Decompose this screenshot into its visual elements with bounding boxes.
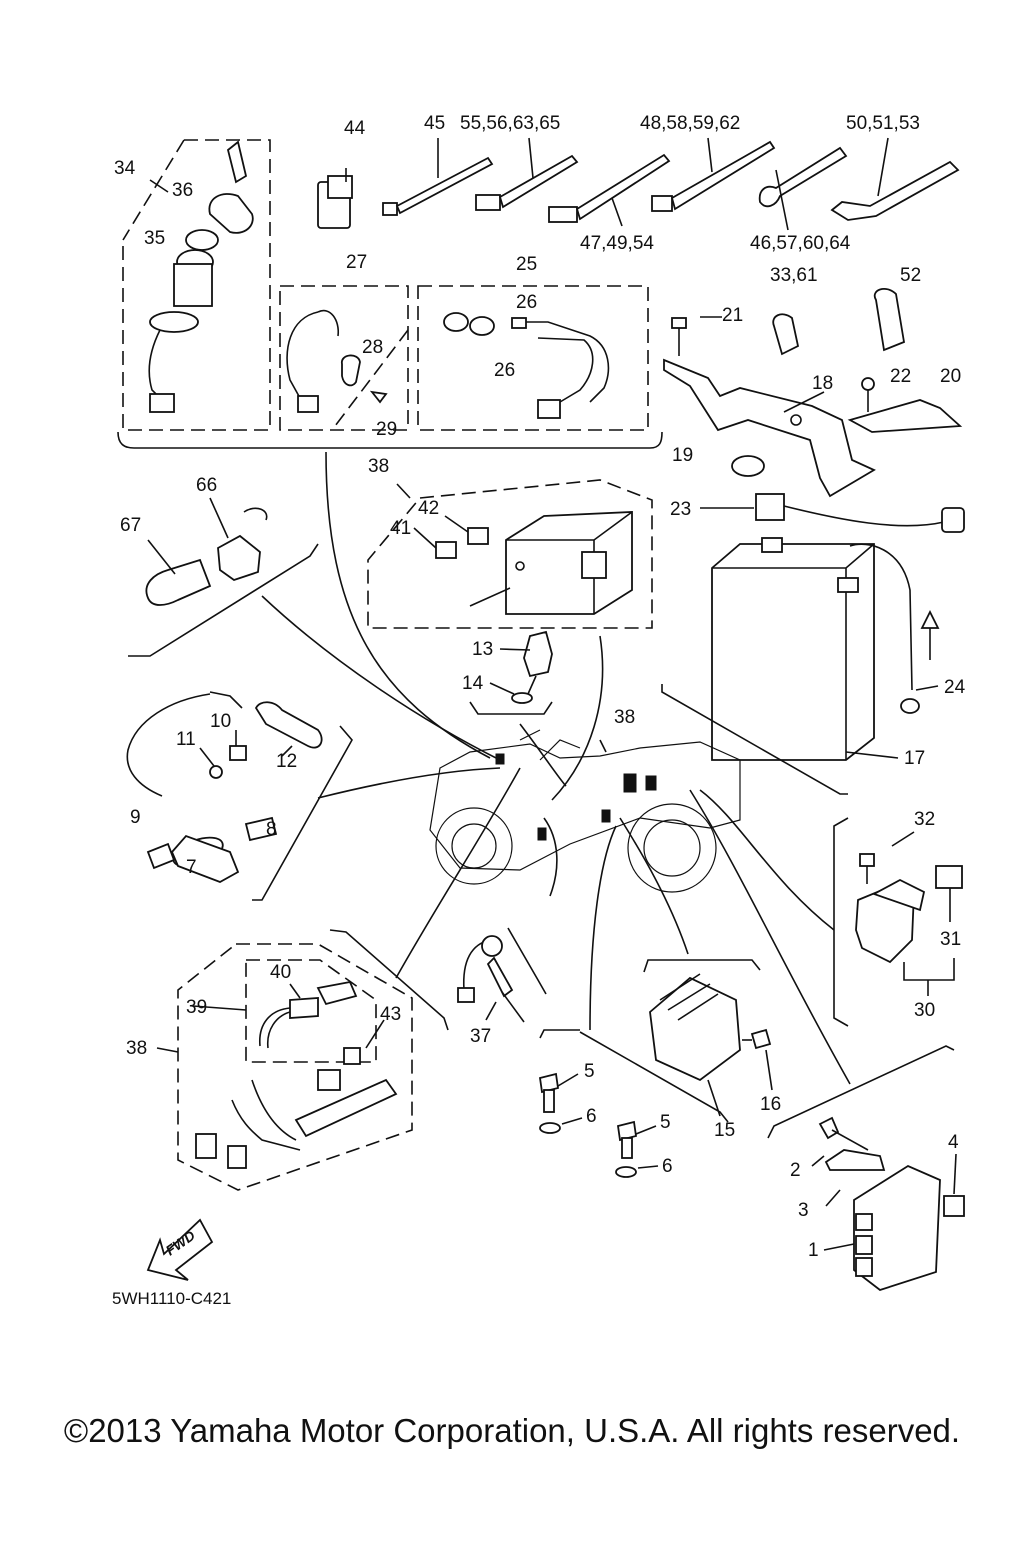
callout: 9 [130,807,141,828]
ignition-switch-icon [122,139,271,431]
callout: 31 [940,929,961,950]
callout: 13 [472,639,493,660]
callout-labels: 44 45 55,56,63,65 48,58,59,62 50,51,53 4… [112,113,966,1308]
callout: 26 [494,360,515,381]
callout: 44 [344,118,366,139]
callout: 38 [614,707,635,728]
callout: 46,57,60,64 [750,233,851,254]
callout: 45 [424,113,445,134]
callout: 11 [176,729,196,750]
callout: 29 [376,419,397,440]
socket-cap-group [128,497,319,657]
sub-wire-harness [417,285,649,431]
atv-icon [429,729,741,893]
callout: 26 [516,292,537,313]
wire-harness-group [156,929,449,1191]
callout: 67 [120,515,141,536]
callout: 10 [210,711,231,732]
callout: 47,49,54 [580,233,654,254]
callout: 50,51,53 [846,113,920,134]
callout: 2 [790,1160,801,1181]
callout: 38 [368,456,389,477]
callout: 30 [914,1000,935,1021]
callout: 3 [798,1200,809,1221]
callout: 36 [172,180,193,201]
callout: 16 [760,1094,781,1115]
callout: 40 [270,962,291,983]
callout: 39 [186,997,207,1018]
callout: 8 [266,819,277,840]
callout: 41 [390,518,411,539]
ignition-coil-group [126,691,353,901]
callout: 25 [516,254,537,275]
callout: 14 [462,673,484,694]
callout: 19 [672,445,693,466]
callout: 32 [914,809,935,830]
callout: 21 [722,305,743,326]
callout: 35 [144,228,165,249]
drawing-code: 5WH1110-C421 [112,1289,231,1308]
fwd-arrow-icon: FWD [146,1218,214,1281]
callout: 7 [186,857,197,878]
callout: 5 [584,1061,595,1082]
rectifier-regulator [643,959,773,1117]
callout: 6 [662,1156,673,1177]
callout: 37 [470,1026,491,1047]
callout: 55,56,63,65 [460,113,560,134]
bracket-assembly [663,287,963,498]
lead-wire-group [279,285,409,431]
callout: 24 [944,677,966,698]
callout: 4 [948,1132,959,1153]
bolt-washer-group [538,1029,729,1178]
callout: 27 [346,252,367,273]
sensor-switch [469,630,553,715]
callout: 23 [670,499,691,520]
callout: 28 [362,337,383,358]
callout: 18 [812,373,833,394]
copyright-notice: ©2013 Yamaha Motor Corporation, U.S.A. A… [63,1412,961,1449]
callout: 34 [114,158,136,179]
callout: 66 [196,475,217,496]
callout: 15 [714,1120,735,1141]
leader-lines [261,451,851,1085]
callout: 22 [890,366,911,387]
callout: 1 [808,1240,819,1261]
callout: 42 [418,498,439,519]
callout: 6 [586,1106,597,1127]
callout: 33,61 [770,265,818,286]
callout: 52 [900,265,921,286]
callout: 17 [904,748,925,769]
relay-icon [367,479,653,629]
callout: 5 [660,1112,671,1133]
cdi-unit [767,1045,965,1292]
battery-icon [661,493,965,795]
starter-relay [833,817,963,1027]
cable-tie-icon [317,137,960,231]
callout: 38 [126,1038,147,1059]
callout: 20 [940,366,961,387]
callout: 43 [380,1004,401,1025]
callout: 48,58,59,62 [640,113,740,134]
neutral-switch [457,927,547,1023]
callout: 12 [276,751,297,772]
